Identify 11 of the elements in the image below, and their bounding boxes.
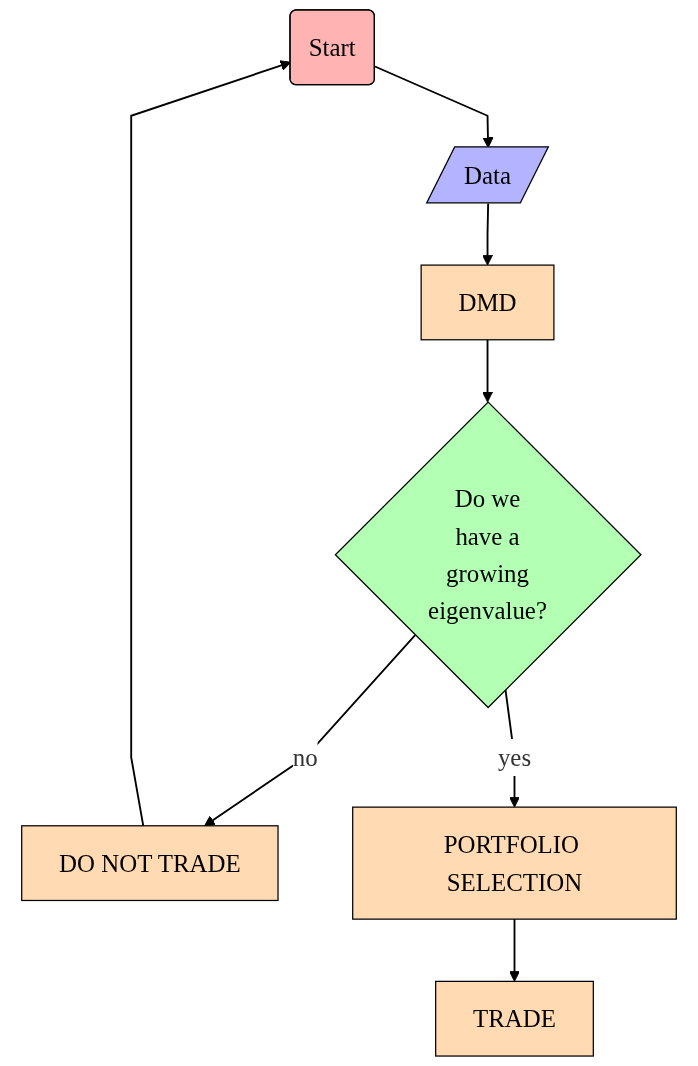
node-box: TRADE <box>435 980 594 1057</box>
node-box: DMD <box>420 264 555 341</box>
node-diamond: Do we have a growing eigenvalue? <box>334 401 642 709</box>
arrow <box>482 202 493 266</box>
arrow <box>204 634 417 827</box>
node-box: DO NOT TRADE <box>21 825 279 902</box>
arrow <box>482 338 493 403</box>
edge-label: no <box>292 743 318 772</box>
arrow <box>509 918 520 982</box>
node-box: PORTFOLIO SELECTION <box>352 806 677 920</box>
edge-label: yes <box>497 743 532 772</box>
